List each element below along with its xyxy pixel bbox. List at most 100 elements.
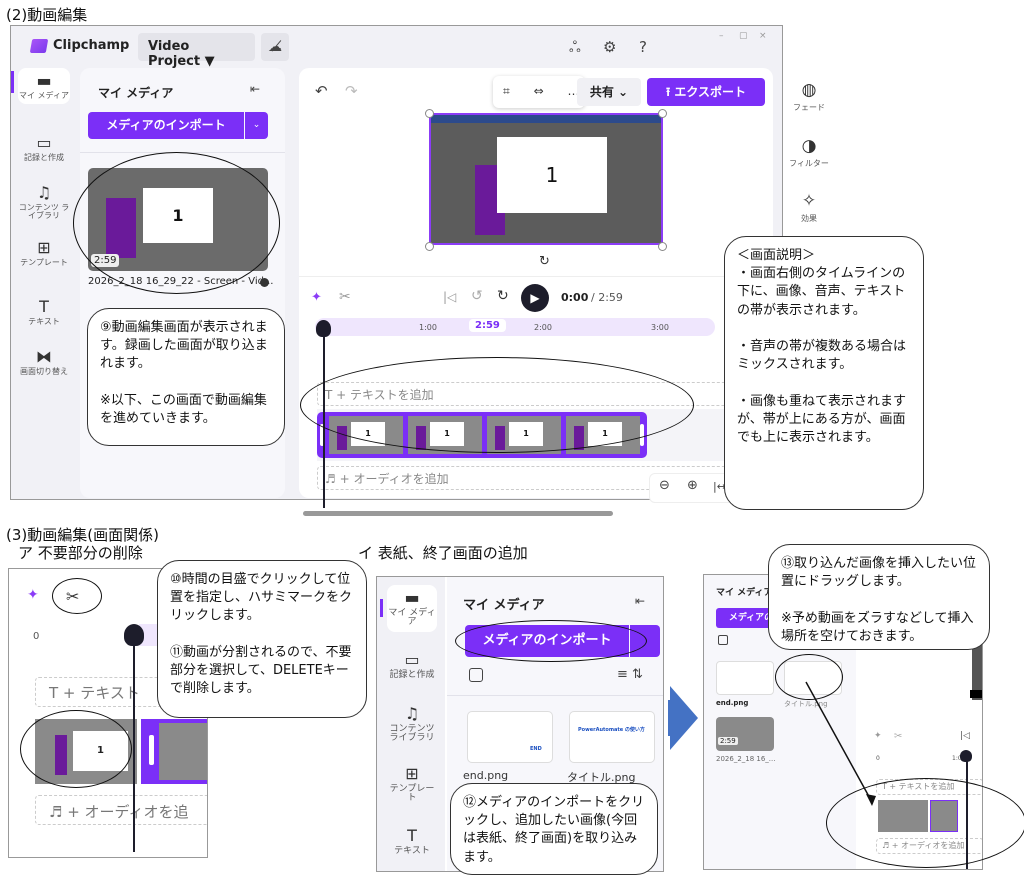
- video-preview[interactable]: 1: [429, 113, 663, 245]
- magic-wand-icon: ✧: [801, 191, 817, 211]
- highlight-ellipse: [455, 620, 647, 662]
- clip-segment-selected[interactable]: [141, 719, 207, 784]
- media-thumbnail-end[interactable]: END: [467, 711, 553, 763]
- zoom-out-icon[interactable]: ⊖: [659, 478, 670, 493]
- filter-tool[interactable]: ◑ フィルター: [789, 136, 829, 168]
- collapse-panel-icon[interactable]: ⇤: [250, 82, 261, 96]
- scissors-icon[interactable]: ✂: [339, 289, 351, 305]
- sidebar-item-my-media[interactable]: ▬ マイ メディア: [18, 68, 70, 105]
- ruler-tick: 1:00: [419, 323, 437, 332]
- playhead-handle[interactable]: [960, 750, 972, 762]
- sidebar-item-templates[interactable]: ⊞テンプレート: [389, 764, 435, 804]
- highlight-ellipse: [20, 710, 132, 788]
- play-button[interactable]: ▶: [521, 284, 549, 312]
- playhead-time-tag: 2:59: [469, 319, 506, 332]
- template-icon: ⊞: [37, 238, 51, 257]
- callout-9: ⑨動画編集画面が表示されます。録画した画面が取り込まれます。 ※以下、この画面で…: [87, 308, 285, 446]
- drag-arrow-head: [866, 794, 876, 806]
- sidebar-item-text[interactable]: T テキスト: [18, 298, 70, 326]
- highlight-ellipse: [73, 152, 280, 294]
- settings-icon[interactable]: ⚙: [603, 38, 617, 56]
- import-dropdown-button[interactable]: ⌄: [245, 112, 268, 139]
- timeline-ruler[interactable]: [315, 318, 715, 336]
- export-button[interactable]: ⭱ エクスポート: [647, 78, 765, 106]
- section-heading: (2)動画編集: [6, 6, 88, 24]
- sidebar-item-content-library[interactable]: ♫コンテンツ ライブラリ: [389, 704, 435, 744]
- sort-filter-icon[interactable]: ≡ ⇅: [617, 667, 643, 682]
- media-thumbnail-title[interactable]: PowerAutomate の使い方: [569, 711, 655, 763]
- select-all-checkbox[interactable]: [469, 668, 483, 682]
- playhead-line[interactable]: [133, 634, 135, 852]
- resize-handle[interactable]: [425, 242, 434, 251]
- project-dropdown[interactable]: Video Project ▼: [138, 33, 255, 69]
- zoom-in-icon[interactable]: ⊕: [687, 478, 698, 493]
- panel-title: マイ メディア: [463, 598, 545, 613]
- collapse-panel-icon[interactable]: ⇤: [635, 594, 646, 608]
- text-icon: T: [39, 297, 49, 316]
- help-icon[interactable]: ?: [639, 38, 647, 56]
- import-media-button[interactable]: メディアのインポート: [88, 112, 244, 139]
- magic-icon[interactable]: ✦: [27, 587, 39, 603]
- forward-5-icon[interactable]: ↻: [497, 288, 509, 304]
- check-icon: [260, 278, 269, 287]
- highlight-ellipse: [775, 654, 843, 700]
- playhead-handle[interactable]: [124, 624, 144, 646]
- sidebar-item-templates[interactable]: ⊞ テンプレート: [18, 239, 70, 267]
- drag-arrow: [805, 681, 876, 806]
- panel-title: マイ メディア: [98, 86, 174, 100]
- skip-start-icon[interactable]: |◁: [960, 731, 970, 741]
- sidebar-item-record[interactable]: ▭記録と作成: [389, 650, 435, 680]
- current-time: 0:00: [561, 291, 589, 304]
- sidebar-item-record[interactable]: ▭ 記録と作成: [18, 134, 70, 162]
- callout-10-11: ⑩時間の目盛でクリックして位置を指定し、ハサミマークをクリックします。 ⑪動画が…: [157, 560, 367, 718]
- timeline-scrollbar[interactable]: [303, 511, 613, 516]
- magic-icon[interactable]: ✦: [874, 731, 882, 741]
- sidebar-item-my-media[interactable]: ▬マイ メディア: [387, 585, 437, 633]
- active-indicator: [11, 71, 14, 93]
- collab-icon[interactable]: ஃ: [569, 38, 581, 56]
- share-button[interactable]: 共有 ⌄: [577, 78, 641, 106]
- folder-icon: ▬: [36, 71, 52, 90]
- add-audio-label[interactable]: ♬ + オーディオを追加: [325, 472, 449, 486]
- total-time: / 2:59: [591, 291, 623, 304]
- video-thumbnail[interactable]: 2:59: [716, 717, 774, 751]
- media-thumbnail-end[interactable]: [716, 661, 774, 695]
- camera-icon: ▭: [36, 133, 52, 152]
- sidebar-item-content-library[interactable]: ♫ コンテンツ ライブラリ: [18, 183, 70, 221]
- cloud-off-icon[interactable]: ☁̸: [261, 33, 289, 61]
- select-all-checkbox[interactable]: [718, 635, 728, 645]
- trim-handle-left[interactable]: [320, 424, 324, 446]
- text-track[interactable]: [35, 677, 207, 707]
- section-heading: (3)動画編集(画面関係): [6, 526, 159, 544]
- skip-start-icon[interactable]: |◁: [443, 290, 457, 304]
- sidebar-item-transitions[interactable]: ⧓ 画面切り替え: [20, 347, 68, 376]
- rotate-icon[interactable]: ↻: [539, 254, 550, 269]
- resize-handle[interactable]: [658, 109, 667, 118]
- filter-icon: ◑: [801, 136, 817, 156]
- callout-explain: ＜画面説明＞ ・画面右側のタイムラインの下に、画像、音声、テキストの帯が表示され…: [724, 236, 924, 510]
- maximize-button[interactable]: ▢: [739, 31, 748, 41]
- scissors-icon[interactable]: ✂: [894, 731, 903, 742]
- fade-tool[interactable]: ◍ フェード: [789, 80, 829, 113]
- library-icon: ♫: [36, 183, 52, 202]
- undo-icon[interactable]: ↶: [315, 82, 328, 100]
- audio-track[interactable]: [35, 795, 207, 825]
- effects-tool[interactable]: ✧ 効果: [789, 191, 829, 224]
- clipchamp-logo-icon: [29, 39, 49, 53]
- ruler-tick: 3:00: [651, 323, 669, 332]
- playhead-handle[interactable]: [316, 320, 331, 337]
- minimize-button[interactable]: –: [719, 31, 724, 41]
- rewind-5-icon[interactable]: ↺: [471, 288, 483, 304]
- preview-toolbar[interactable]: ⌗ ⇔ …: [493, 76, 585, 108]
- subsection-heading: イ 表紙、終了画面の追加: [358, 544, 528, 562]
- highlight-ellipse: [300, 357, 694, 453]
- resize-handle[interactable]: [425, 109, 434, 118]
- callout-13: ⑬取り込んだ画像を挿入したい位置にドラッグします。 ※予め動画をズラすなどして挿…: [768, 544, 990, 650]
- resize-handle[interactable]: [658, 242, 667, 251]
- app-name: Clipchamp: [53, 38, 130, 53]
- close-button[interactable]: ×: [759, 31, 767, 41]
- redo-icon[interactable]: ↷: [345, 82, 358, 100]
- magic-icon[interactable]: ✦: [311, 290, 322, 305]
- highlight-ellipse: [826, 778, 1024, 868]
